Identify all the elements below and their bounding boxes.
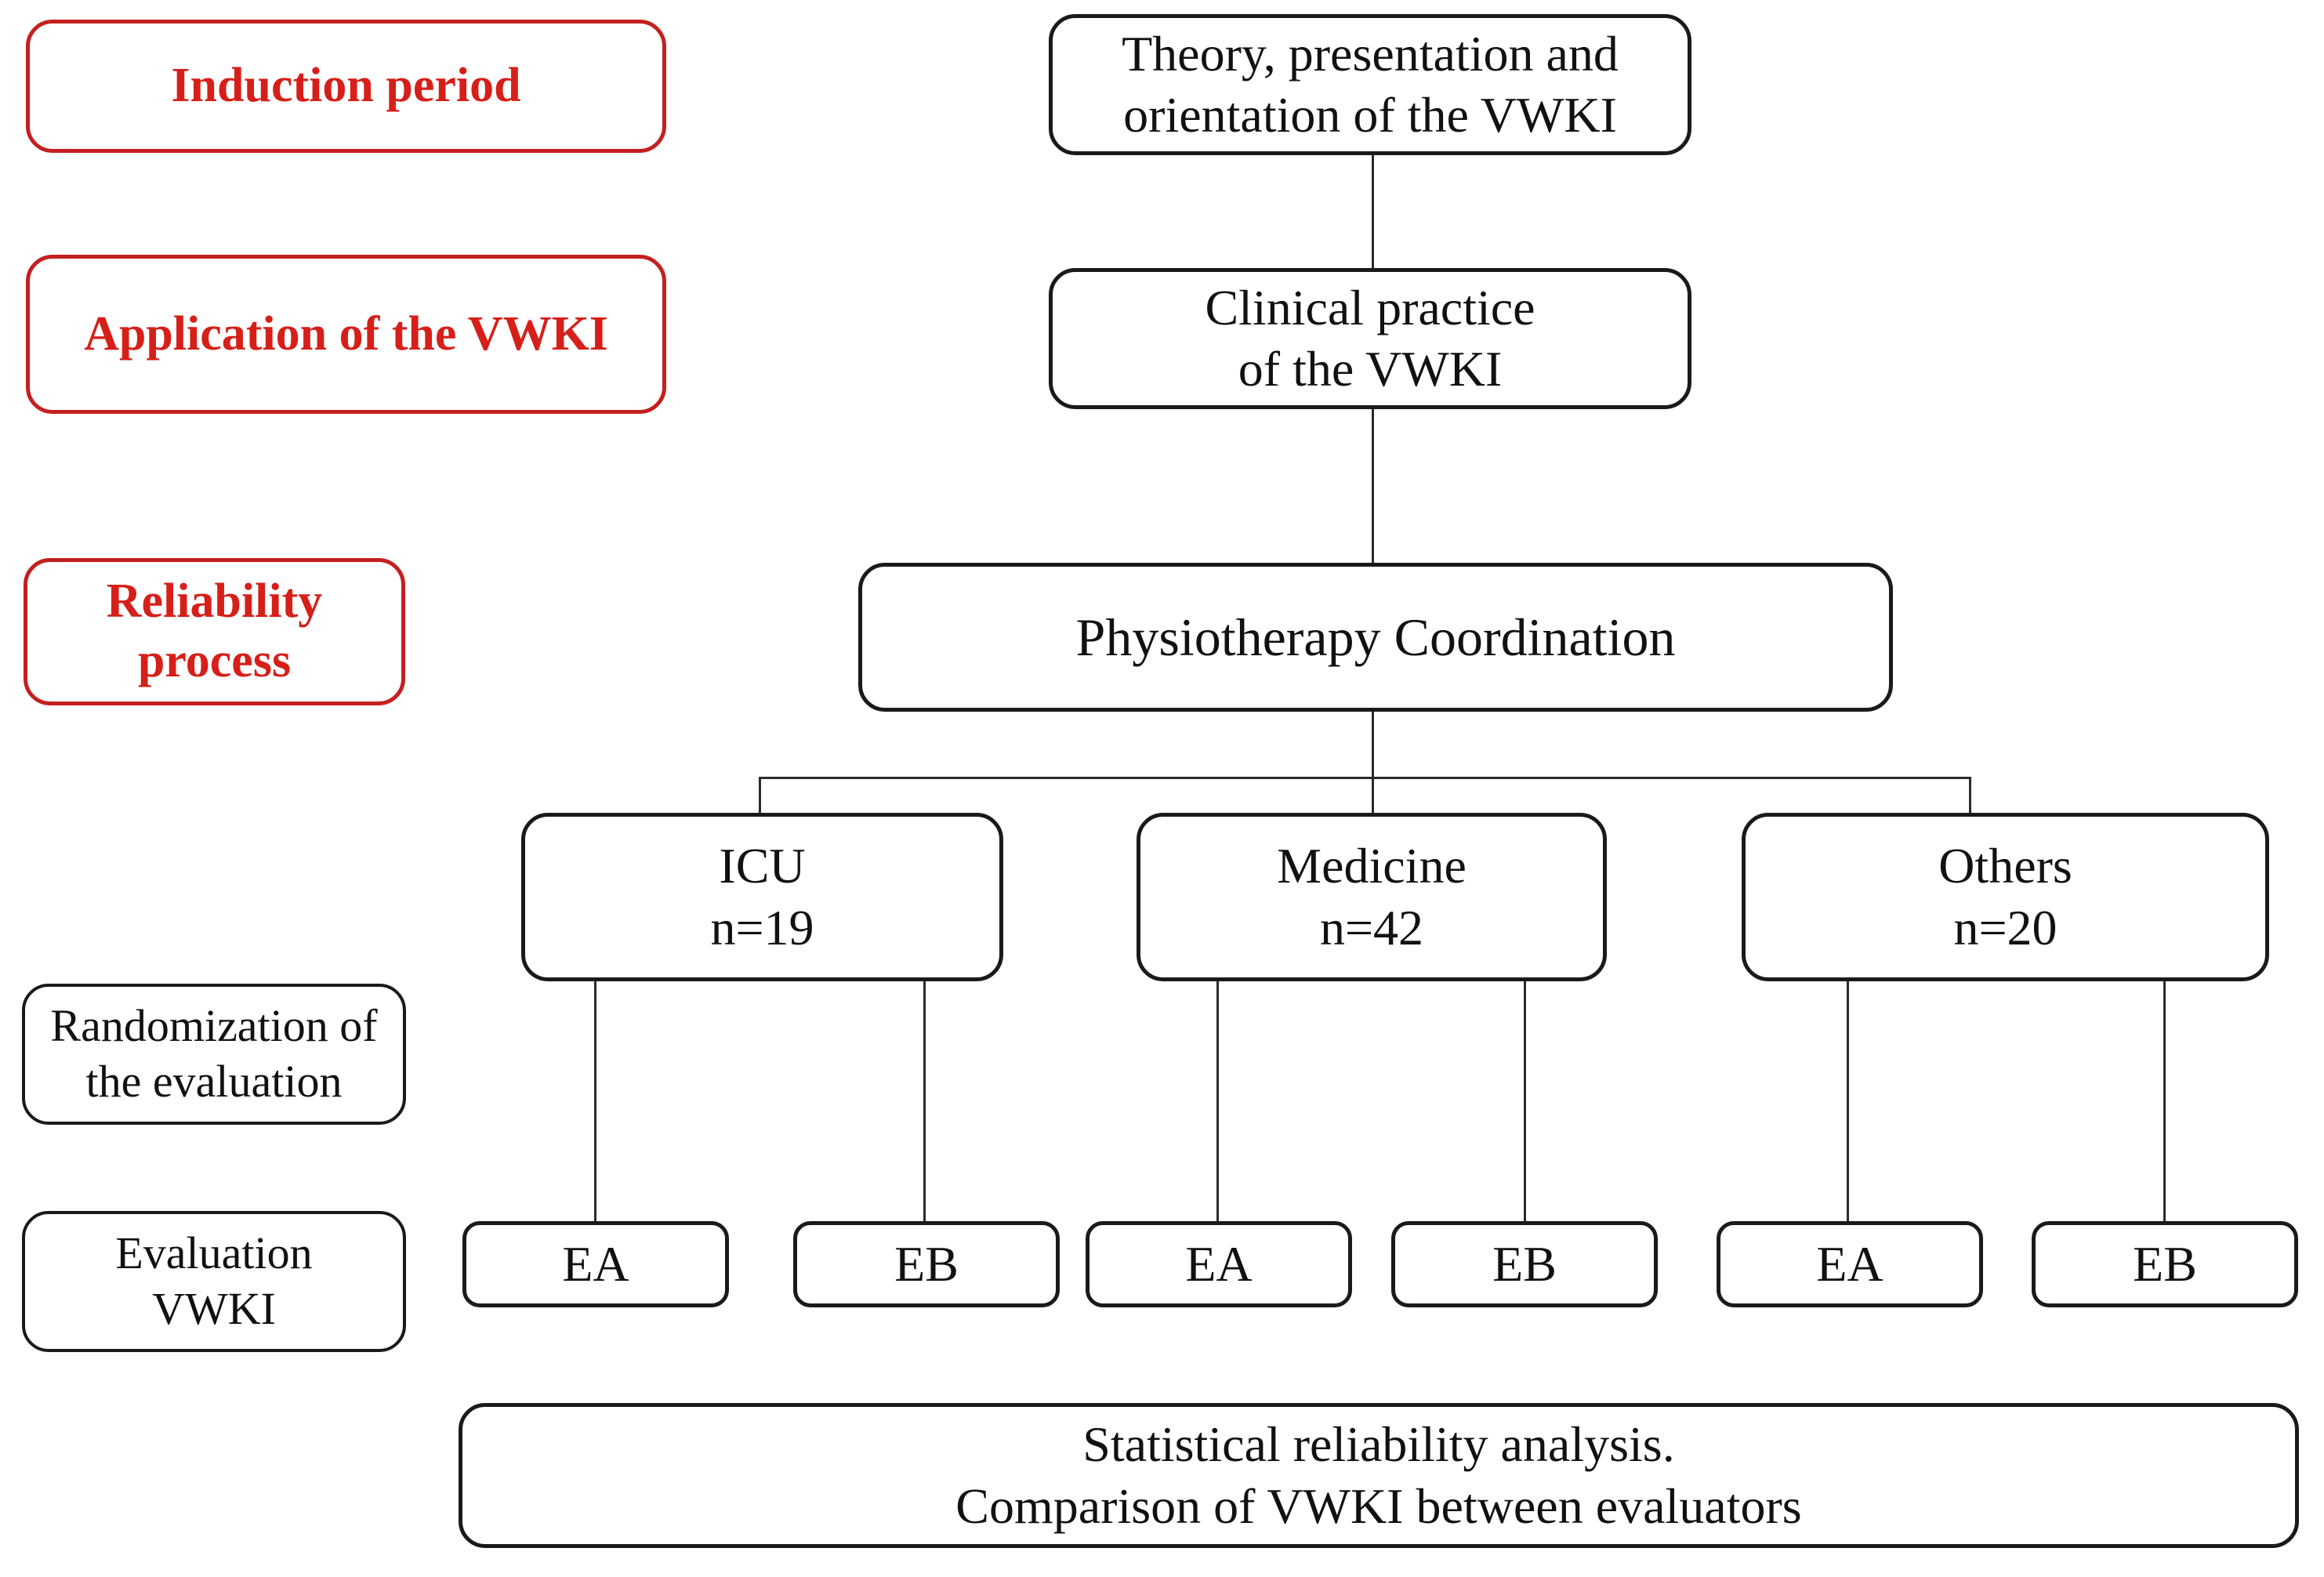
row-label-evaluation-vwki: Evaluation VWKI xyxy=(22,1211,406,1352)
stage-label-reliability-process: Reliability process xyxy=(24,558,405,705)
connector-icu-to-eb xyxy=(923,978,926,1225)
node-theory-presentation-orientation: Theory, presentation and orientation of … xyxy=(1049,14,1691,155)
node-evaluator-medicine-eb: EB xyxy=(1391,1221,1658,1307)
node-evaluator-medicine-ea-label: EA xyxy=(1185,1235,1253,1292)
row-label-evaluation-vwki-text: Evaluation VWKI xyxy=(115,1227,313,1334)
connector-others-to-ea xyxy=(1847,978,1849,1225)
node-evaluator-icu-eb: EB xyxy=(793,1221,1060,1307)
row-label-randomization-text: Randomization of the evaluation xyxy=(50,1000,378,1107)
node-clinical-practice-text: Clinical practice of the VWKI xyxy=(1205,279,1535,397)
node-clinical-practice: Clinical practice of the VWKI xyxy=(1049,268,1691,409)
node-evaluator-medicine-ea: EA xyxy=(1086,1221,1352,1307)
node-evaluator-medicine-eb-label: EB xyxy=(1492,1235,1557,1292)
node-physiotherapy-coordination: Physiotherapy Coordination xyxy=(858,563,1893,712)
stage-label-induction-period: Induction period xyxy=(26,20,666,153)
node-department-medicine-name: Medicine xyxy=(1277,838,1467,894)
connector-coordination-stem xyxy=(1372,709,1374,778)
node-physiotherapy-coordination-text: Physiotherapy Coordination xyxy=(1075,607,1676,667)
node-department-medicine-count: n=42 xyxy=(1319,899,1424,955)
connector-bus-to-others xyxy=(1969,777,1971,816)
row-label-randomization-of-the-evaluation: Randomization of the evaluation xyxy=(22,984,406,1125)
connector-bus-to-medicine xyxy=(1372,777,1374,816)
node-evaluator-icu-ea: EA xyxy=(462,1221,729,1307)
connector-others-to-eb xyxy=(2163,978,2166,1225)
node-evaluator-icu-eb-label: EB xyxy=(894,1235,959,1292)
connector-department-bus xyxy=(759,777,1971,779)
stage-label-application-of-vwki-text: Application of the VWKI xyxy=(84,306,608,361)
node-department-icu-count: n=19 xyxy=(710,899,814,955)
connector-practice-to-coordination xyxy=(1372,408,1374,564)
node-department-others-count: n=20 xyxy=(1953,899,2058,955)
node-evaluator-others-eb: EB xyxy=(2032,1221,2298,1307)
node-evaluator-others-eb-label: EB xyxy=(2133,1235,2197,1292)
connector-icu-to-ea xyxy=(594,978,596,1225)
stage-label-reliability-process-text: Reliability process xyxy=(106,575,323,687)
connector-medicine-to-ea xyxy=(1216,978,1219,1225)
node-evaluator-icu-ea-label: EA xyxy=(562,1235,629,1292)
connector-theory-to-practice xyxy=(1372,155,1374,271)
node-department-others-name: Others xyxy=(1938,838,2072,894)
node-statistical-reliability-analysis: Statistical reliability analysis. Compar… xyxy=(459,1403,2299,1548)
node-theory-text: Theory, presentation and orientation of … xyxy=(1122,25,1619,143)
stage-label-induction-period-text: Induction period xyxy=(171,59,521,113)
stage-label-application-of-vwki: Application of the VWKI xyxy=(26,255,666,414)
node-evaluator-others-ea-label: EA xyxy=(1816,1235,1883,1292)
connector-medicine-to-eb xyxy=(1524,978,1526,1225)
node-department-icu-name: ICU xyxy=(719,838,806,894)
node-statistical-analysis-text: Statistical reliability analysis. Compar… xyxy=(955,1416,1802,1534)
node-evaluator-others-ea: EA xyxy=(1717,1221,1983,1307)
connector-bus-to-icu xyxy=(759,777,761,816)
